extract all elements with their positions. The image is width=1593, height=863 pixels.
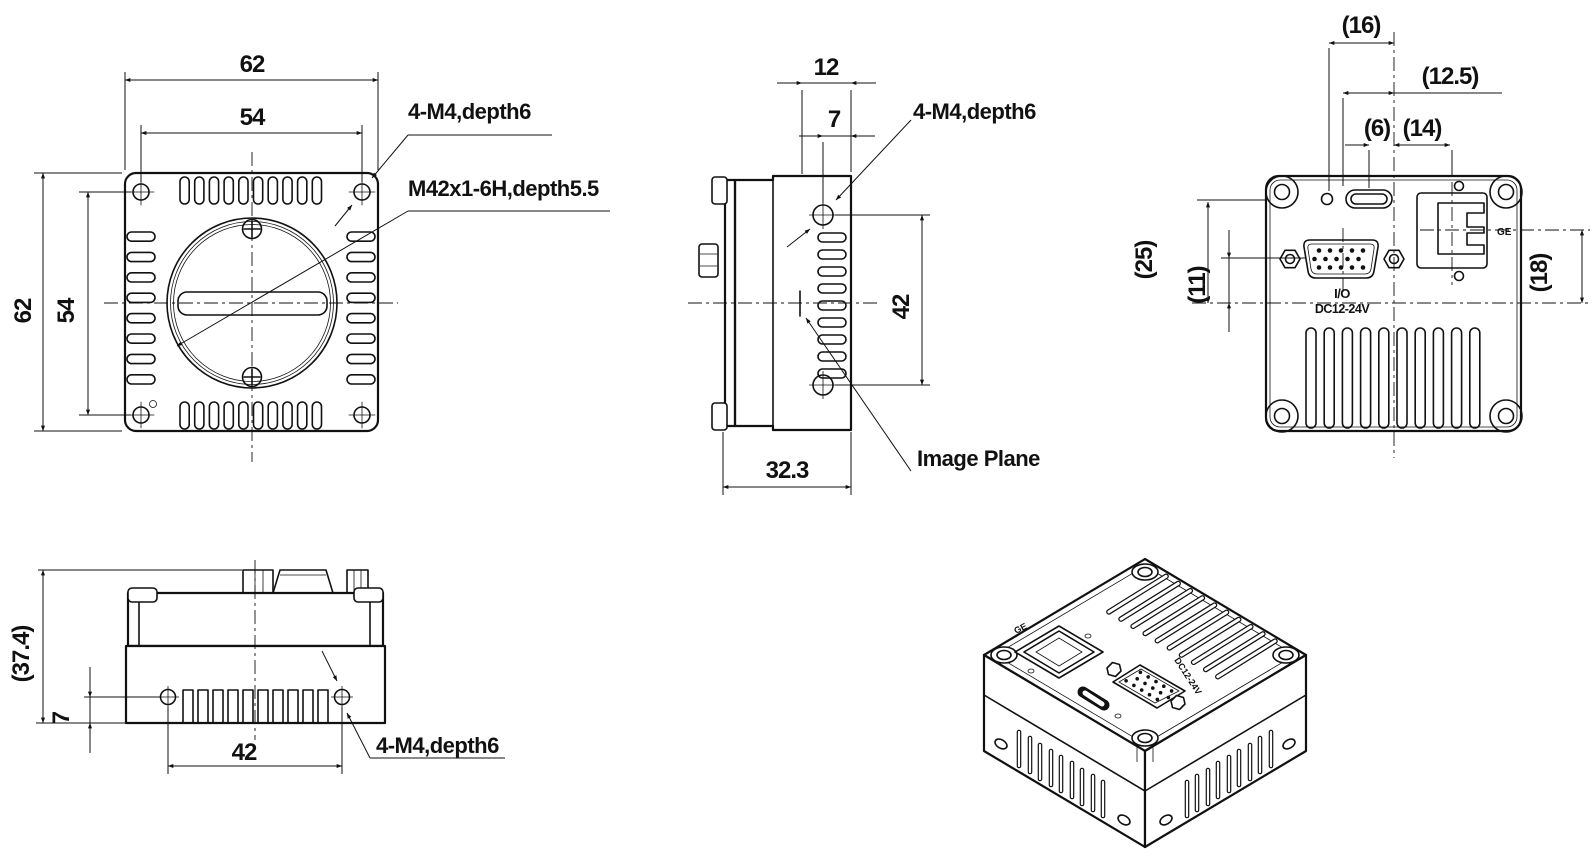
io-pins [1312, 248, 1366, 270]
iso-top-fins [1106, 573, 1278, 680]
iso-standoff-right [1170, 694, 1186, 711]
back-dim-16: (16) [1342, 12, 1381, 39]
front-corner-holes [127, 178, 376, 429]
iso-view: GE DC12-24V [982, 557, 1308, 849]
front-fins-left [126, 231, 156, 385]
bottom-front-section [124, 644, 387, 725]
back-dimensions: (16) (12.5) (6) (14) (25) (11) (18) [1131, 12, 1585, 332]
side-corner-holes [809, 201, 837, 399]
side-front-boss [698, 243, 719, 278]
bottom-tab-right [353, 587, 384, 603]
back-dim-14: (14) [1403, 115, 1442, 142]
side-dimensions: 12 7 42 32.3 4-M4,depth6 Image Plane [722, 54, 1041, 495]
bottom-dimensions: (37.4) 7 42 4-M4,depth6 [8, 569, 505, 774]
side-dim-back-offset: 12 [814, 54, 839, 81]
front-view: 62 54 62 54 4-M4,depth6 M42x1-6H,depth5.… [10, 51, 610, 462]
bottom-label-holes: 4-M4,depth6 [376, 733, 499, 758]
iso-io-connector [1106, 661, 1186, 711]
side-flange-tab-bottom [711, 402, 728, 431]
front-label-holes: 4-M4,depth6 [408, 99, 531, 124]
front-fins-bottom [179, 401, 323, 430]
back-dim-25: (25) [1131, 241, 1158, 280]
iso-left-fins [994, 729, 1131, 826]
side-dim-hole-span: 42 [888, 294, 915, 319]
lan-label: GE [1497, 227, 1512, 238]
front-dim-height-outer: 62 [10, 298, 37, 323]
io-standoff-left [1279, 249, 1301, 269]
bottom-view: (37.4) 7 42 4-M4,depth6 [8, 560, 505, 774]
iso-standoff-left [1106, 661, 1122, 678]
back-dim-125: (12.5) [1422, 63, 1479, 90]
back-view: I/O DC12-24V GE (16) (12.5) (6) (14) (25… [1131, 12, 1590, 458]
led-hole [1320, 192, 1334, 206]
back-dim-11: (11) [1184, 266, 1211, 303]
io-label: I/O [1334, 286, 1350, 301]
front-dim-width-outer: 62 [240, 51, 265, 78]
side-flange-tab-top [711, 176, 728, 205]
side-label-holes: 4-M4,depth6 [913, 99, 1036, 124]
front-label-thread: M42x1-6H,depth5.5 [408, 176, 599, 201]
side-dim-depth: 32.3 [766, 457, 809, 484]
bottom-connector-bumps [242, 569, 369, 594]
front-fins-right [346, 231, 376, 385]
back-corner-screws [1265, 175, 1523, 433]
iso-corner-screws [990, 563, 1300, 747]
side-label-image-plane: Image Plane [917, 446, 1040, 471]
back-body [1264, 174, 1523, 433]
front-fins-top [179, 176, 323, 205]
back-dim-6: (6) [1364, 115, 1390, 142]
side-view: 12 7 42 32.3 4-M4,depth6 Image Plane [688, 54, 1041, 495]
back-fins [1305, 327, 1481, 429]
iso-usb-c-port [1077, 686, 1122, 719]
pin-mark [149, 400, 157, 408]
usb-c-port [1345, 189, 1393, 209]
bottom-dim-hole-offset: 7 [48, 711, 75, 724]
bottom-tab-left [127, 587, 158, 603]
iso-ethernet-port [1014, 625, 1104, 679]
bottom-dim-depth: (37.4) [8, 626, 35, 683]
front-dimensions: 62 54 62 54 4-M4,depth6 M42x1-6H,depth5.… [10, 51, 610, 432]
bottom-rear-section [126, 591, 385, 648]
io-connector [1279, 239, 1405, 279]
back-dim-18: (18) [1526, 254, 1553, 293]
iso-right-fins [1159, 729, 1296, 826]
sensor-slot [177, 291, 328, 316]
bottom-corner-holes [157, 686, 353, 708]
bottom-fins [182, 689, 329, 724]
front-dim-width-inner: 54 [240, 104, 266, 131]
power-label: DC12-24V [1315, 302, 1371, 316]
bottom-dim-hole-span: 42 [232, 739, 257, 766]
side-dim-hole-offset: 7 [828, 106, 841, 133]
io-standoff-right [1383, 249, 1405, 269]
front-dim-height-inner: 54 [53, 297, 80, 323]
side-fins [817, 232, 847, 379]
